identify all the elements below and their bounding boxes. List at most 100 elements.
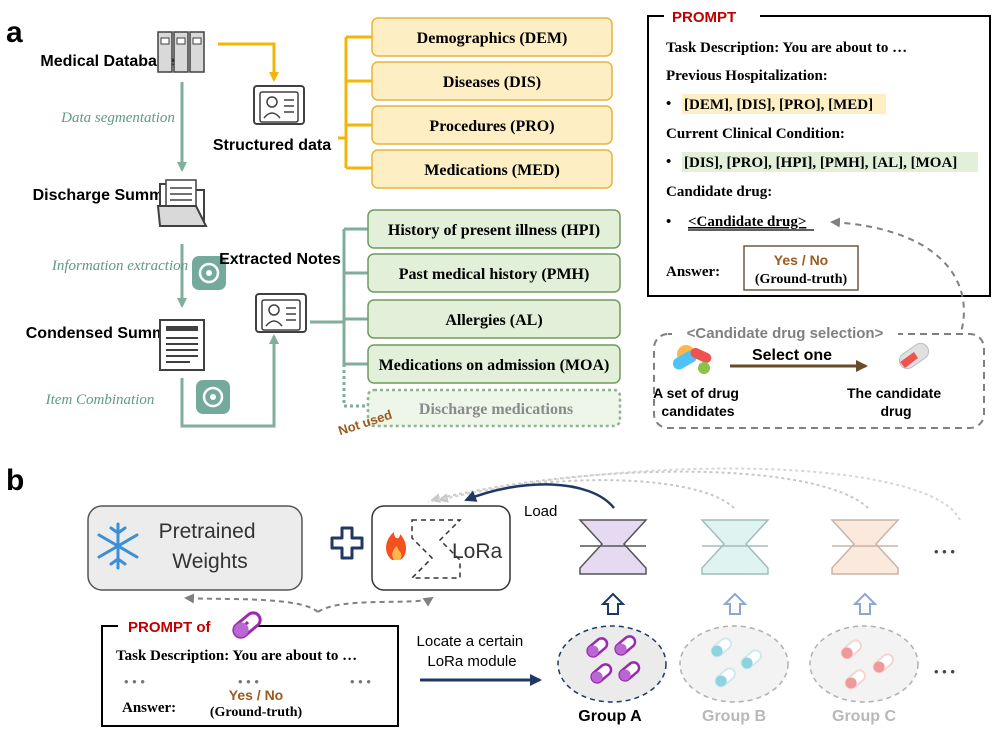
up-arrow-b — [722, 592, 748, 615]
dots-right: • • • — [350, 674, 371, 689]
note-item-hpi: History of present illness (HPI) — [367, 209, 621, 249]
locate-label: Locate a certain LoRa module — [417, 633, 528, 670]
lora-module-c — [830, 519, 900, 575]
answer-yesno: Yes / No — [774, 252, 828, 268]
lora-label: LoRa — [452, 540, 503, 563]
structured-item-text: Diseases (DIS) — [443, 74, 541, 91]
note-item-discharge-medications: Discharge medications — [366, 388, 622, 428]
prompt-current-items: [DIS], [PRO], [HPI], [PMH], [AL], [MOA] — [684, 155, 957, 171]
note-item-pmh: Past medical history (PMH) — [367, 253, 621, 293]
extracted-notes-text: Extracted Notes — [219, 251, 341, 268]
group-b-icon — [679, 625, 789, 703]
group-c-label: Group C — [832, 708, 896, 725]
fire-icon — [386, 532, 406, 560]
chatgpt-icon — [196, 380, 230, 414]
discharge-summary-label: Discharge Summary — [33, 187, 188, 204]
db-to-structured-arrow — [218, 42, 279, 82]
plus-icon — [330, 526, 364, 560]
snowflake-icon — [97, 522, 139, 570]
structured-item-dis: Diseases (DIS) — [371, 61, 613, 101]
load-arrow-next — [427, 467, 961, 521]
note-item-text: History of present illness (HPI) — [388, 222, 600, 239]
medical-databases-text: Medical Databases — [40, 53, 183, 70]
prompt-answer-label: Answer: — [666, 264, 720, 280]
load-arrow-c — [430, 470, 869, 509]
prompt-prev-items: [DEM], [DIS], [PRO], [MED] — [684, 97, 873, 113]
prompt-of-title: PROMPT of — [128, 619, 211, 636]
extracted-notes-icon — [255, 293, 307, 333]
answer-box — [743, 245, 859, 291]
prompt-title: PROMPT — [672, 9, 736, 26]
group-c-icon — [809, 625, 919, 703]
ellipsis-bottom: • • • — [934, 664, 955, 679]
up-arrow-c — [852, 592, 878, 615]
select-one-label: Select one — [752, 347, 832, 364]
candidate-drug-line2: drug — [880, 403, 911, 419]
note-item-text: Allergies (AL) — [445, 312, 542, 329]
combination-arrow — [180, 334, 279, 428]
extracted-notes-label: Extracted Notes — [219, 251, 341, 268]
answer-ground-truth: (Ground-truth) — [755, 272, 848, 287]
drug-set-label: A set of drug candidates — [653, 385, 743, 419]
prompt-of-answer-label: Answer: — [122, 700, 176, 716]
lora-box — [371, 505, 511, 591]
pretrained-weights-label: Pretrained Weights — [159, 520, 262, 573]
chatgpt-icon — [192, 256, 226, 290]
not-used-label: Not used — [336, 407, 394, 438]
bullet: • — [666, 96, 671, 112]
medical-databases-label: Medical Databases — [40, 53, 183, 70]
bullet: • — [666, 154, 671, 170]
drug-set-line2: candidates — [661, 403, 734, 419]
structured-item-text: Demographics (DEM) — [417, 30, 568, 47]
note-item-moa: Medications on admission (MOA) — [367, 344, 621, 384]
candidate-drug-label: The candidate drug — [847, 385, 945, 419]
structured-item-text: Medications (MED) — [424, 162, 560, 179]
note-item-al: Allergies (AL) — [367, 299, 621, 339]
condensed-summary-label: Condensed Summary — [26, 325, 191, 342]
group-a-label: Group A — [578, 708, 642, 725]
pretrained-line2: Weights — [172, 550, 247, 573]
up-arrow-a — [600, 592, 626, 615]
notes-bracket — [310, 227, 368, 366]
structured-item-text: Procedures (PRO) — [429, 118, 554, 135]
ellipsis-top: • • • — [934, 544, 955, 559]
structured-item-med: Medications (MED) — [371, 149, 613, 189]
folder-icon — [156, 179, 208, 227]
candidate-drug-icon — [898, 342, 930, 370]
unused-item-text: Discharge medications — [419, 401, 573, 418]
structured-data-label: Structured data — [213, 137, 331, 154]
note-item-text: Past medical history (PMH) — [399, 266, 590, 283]
prompt-of-yesno: Yes / No — [229, 687, 283, 703]
prompt-to-lora-arrow — [317, 596, 434, 613]
structured-bracket — [338, 35, 372, 170]
item-combination-label: Item Combination — [45, 392, 155, 408]
selection-title: <Candidate drug selection> — [687, 325, 884, 342]
pill-icon — [232, 611, 262, 639]
prompt-task: Task Description: You are about to … — [666, 40, 907, 56]
prompt-candidate-label: Candidate drug: — [666, 184, 772, 200]
pretrained-weights-box — [87, 505, 303, 591]
prompt-current-label: Current Clinical Condition: — [666, 126, 845, 142]
data-segmentation-label: Data segmentation — [60, 110, 175, 126]
not-used-connector — [342, 364, 368, 408]
pretrained-line1: Pretrained — [159, 520, 256, 543]
prompt-of-task: Task Description: You are about to … — [116, 648, 357, 664]
lora-module-b — [700, 519, 770, 575]
locate-line2: LoRa module — [427, 653, 516, 670]
note-item-text: Medications on admission (MOA) — [379, 357, 610, 374]
candidate-drug-line1: The candidate — [847, 385, 941, 401]
item-combination-text: Item Combination — [45, 392, 155, 408]
dots-left: • • • — [124, 674, 145, 689]
prompt-to-pretrained-arrow — [184, 593, 319, 613]
load-label: Load — [524, 503, 557, 520]
load-arrow-a — [464, 483, 615, 509]
information-extraction-label: Information extraction — [51, 258, 188, 274]
prompt-prev-label: Previous Hospitalization: — [666, 68, 828, 84]
group-b-label: Group B — [702, 708, 766, 725]
panel-b-label: b — [6, 464, 24, 497]
structured-item-dem: Demographics (DEM) — [371, 17, 613, 57]
data-segmentation-text: Data segmentation — [60, 110, 175, 126]
lora-shape — [410, 519, 462, 579]
drug-set-line1: A set of drug — [653, 385, 739, 401]
bullet: • — [666, 214, 671, 230]
